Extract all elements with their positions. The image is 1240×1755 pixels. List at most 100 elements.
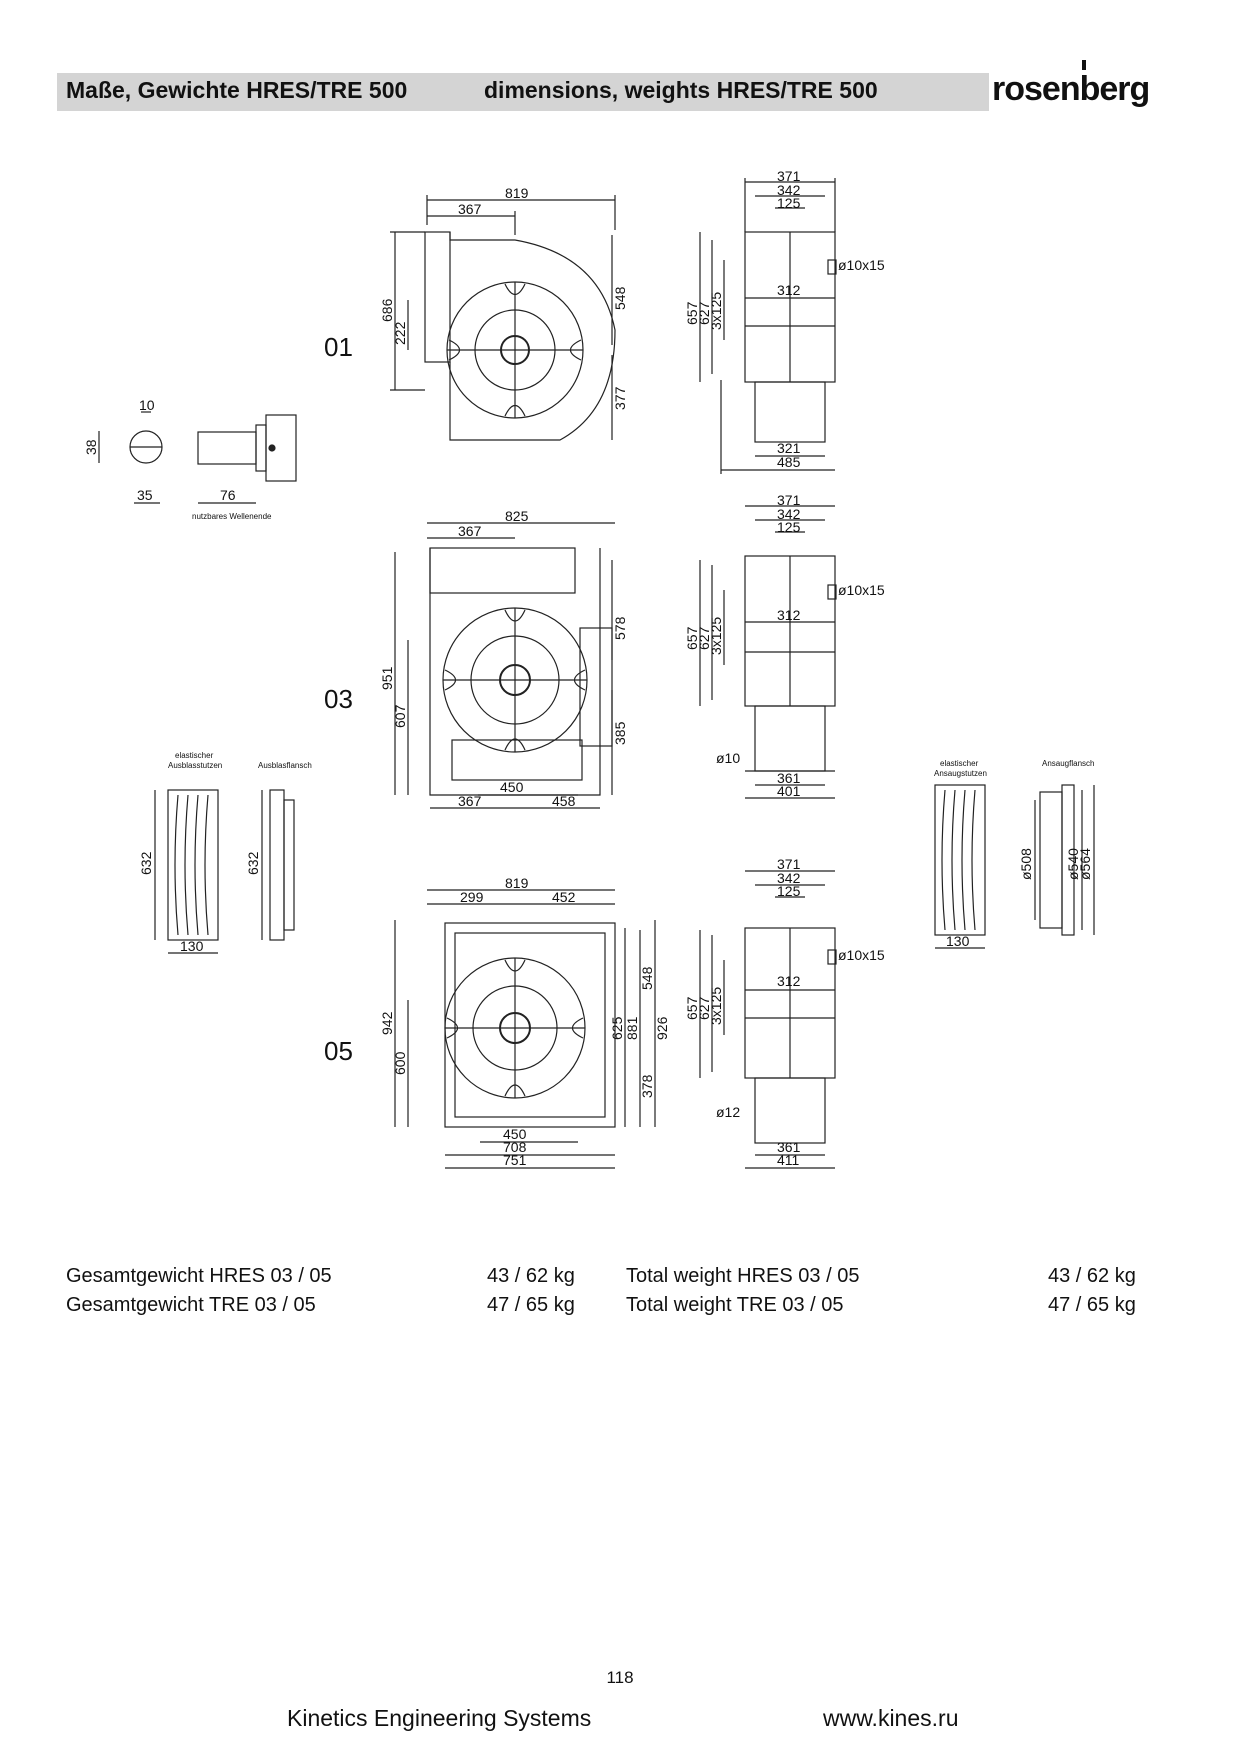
dim-v03-outlet-width: 450 xyxy=(500,779,524,795)
dim-v05-width: 819 xyxy=(505,875,529,891)
dim-v03-side-657: 657 xyxy=(684,626,700,650)
logo-mark-icon xyxy=(1082,60,1086,70)
dim-v03-side-627: 627 xyxy=(696,626,712,650)
dim-v05-side-125: 125 xyxy=(777,883,801,899)
dim-v05-side-hole: ø10x15 xyxy=(838,947,885,963)
v01-side-view xyxy=(699,178,837,474)
dim-v05-side-411: 411 xyxy=(777,1152,800,1168)
outlet-connector-label-1: elastischer xyxy=(175,751,214,760)
dim-v01-lower-height: 377 xyxy=(612,386,628,410)
dim-v05-side-361: 361 xyxy=(777,1139,801,1155)
inlet-flange-drawing xyxy=(1034,784,1095,936)
dim-v01-side-312: 312 xyxy=(777,282,801,298)
dim-v05-side-hole-small: ø12 xyxy=(716,1104,740,1120)
weight-en-tre-value: 47 / 65 kg xyxy=(1048,1294,1136,1316)
dim-v01-half-width: 367 xyxy=(458,201,482,217)
dim-v01-side-321: 321 xyxy=(777,440,801,456)
dim-inlet-flange-d1: ø508 xyxy=(1018,848,1034,880)
v05-front-view xyxy=(394,889,656,1169)
dim-v05-lower: 600 xyxy=(392,1051,408,1075)
inlet-connector-label-2: Ansaugstutzen xyxy=(934,769,987,778)
dim-v03-bottom-left: 367 xyxy=(458,793,482,809)
dim-v03-lower: 607 xyxy=(392,704,408,728)
v05-front-dims: 819 299 452 942 600 548 625 881 926 378 … xyxy=(379,875,670,1168)
dim-inlet-flange-d3: ø564 xyxy=(1077,848,1093,880)
dim-v03-side-361: 361 xyxy=(777,770,801,786)
dim-outlet-connector-width: 130 xyxy=(180,938,204,954)
dim-v01-side-627: 627 xyxy=(696,301,712,325)
dim-v05-378: 378 xyxy=(639,1074,655,1098)
variant-label-05: 05 xyxy=(324,1036,353,1066)
weight-en-hres-value: 43 / 62 kg xyxy=(1048,1265,1136,1287)
dim-v03-side-401: 401 xyxy=(777,783,801,799)
weight-en-tre-label: Total weight TRE 03 / 05 xyxy=(626,1294,844,1316)
dim-outlet-flange-height: 632 xyxy=(245,851,261,875)
dim-v05-548: 548 xyxy=(639,966,655,990)
weight-en-hres-label: Total weight HRES 03 / 05 xyxy=(626,1265,860,1287)
dim-v05-height: 942 xyxy=(379,1011,395,1035)
outlet-connector-label-2: Ausblasstutzen xyxy=(168,761,222,770)
dim-v03-side-312: 312 xyxy=(777,607,801,623)
dim-shaft-38: 38 xyxy=(83,439,99,455)
dim-v01-side-125: 125 xyxy=(777,195,801,211)
dim-v01-height: 686 xyxy=(379,298,395,322)
v03-front-view xyxy=(394,522,615,809)
v05-side-view xyxy=(699,870,837,1169)
shaft-note: nutzbares Wellenende xyxy=(192,512,272,521)
dim-shaft-10: 10 xyxy=(139,397,155,413)
header-bar xyxy=(57,73,989,111)
dim-v05-side-657: 657 xyxy=(684,996,700,1020)
dim-v05-625: 625 xyxy=(609,1016,625,1040)
v01-side-dims: 371 342 125 ø10x15 657 627 3x125 312 321… xyxy=(684,168,885,470)
v01-front-dims: 819 367 686 222 548 377 xyxy=(379,185,628,410)
v01-front-view xyxy=(390,195,616,441)
dim-v01-side-657: 657 xyxy=(684,301,700,325)
dim-v05-side-342: 342 xyxy=(777,870,801,886)
header-title-de: Maße, Gewichte HRES/TRE 500 xyxy=(66,77,408,103)
dim-v01-width: 819 xyxy=(505,185,529,201)
dim-outlet-connector-height: 632 xyxy=(138,851,154,875)
dim-inlet-connector-width: 130 xyxy=(946,933,970,949)
weight-de-hres-value: 43 / 62 kg xyxy=(487,1265,575,1287)
shaft-detail xyxy=(98,411,297,504)
dim-v03-side-3x125: 3x125 xyxy=(708,617,724,655)
dim-v03-width: 825 xyxy=(505,508,529,524)
weight-de-tre-label: Gesamtgewicht TRE 03 / 05 xyxy=(66,1294,316,1316)
weight-de-tre-value: 47 / 65 kg xyxy=(487,1294,575,1316)
dim-shaft-35: 35 xyxy=(137,487,153,503)
dim-v03-side-371: 371 xyxy=(777,492,801,508)
dim-v05-left: 299 xyxy=(460,889,484,905)
footer-company: Kinetics Engineering Systems xyxy=(287,1705,592,1731)
v05-side-dims: 371 342 125 ø10x15 657 627 3x125 312 ø12… xyxy=(684,856,885,1168)
dim-v01-outlet-height: 548 xyxy=(612,286,628,310)
v03-side-view xyxy=(699,505,837,799)
dim-v05-881: 881 xyxy=(624,1016,640,1040)
dim-v05-side-312: 312 xyxy=(777,973,801,989)
dim-v05-side-3x125: 3x125 xyxy=(708,987,724,1025)
variant-label-01: 01 xyxy=(324,332,353,362)
footer-url-link[interactable]: www.kines.ru xyxy=(823,1705,959,1731)
shaft-dims: 10 38 35 76 nutzbares Wellenende xyxy=(83,397,272,521)
dim-inlet-flange-d2: ø540 xyxy=(1065,848,1081,880)
rosenberg-logo: rosenberg xyxy=(992,70,1150,108)
dim-v05-right: 452 xyxy=(552,889,576,905)
outlet-connector-drawing xyxy=(154,789,219,954)
dim-v05-450: 450 xyxy=(503,1126,527,1142)
dim-v05-926: 926 xyxy=(654,1016,670,1040)
dim-v01-inlet-offset: 222 xyxy=(392,321,408,345)
dim-v03-side-hole-small: ø10 xyxy=(716,750,740,766)
v03-front-dims: 825 367 951 607 578 385 450 367 458 xyxy=(379,508,628,809)
dim-v03-side-hole: ø10x15 xyxy=(838,582,885,598)
v03-side-dims: 371 342 125 ø10x15 657 627 3x125 312 ø10… xyxy=(684,492,885,799)
dim-v03-half-width: 367 xyxy=(458,523,482,539)
dim-v05-side-627: 627 xyxy=(696,996,712,1020)
dim-v01-side-371: 371 xyxy=(777,168,801,184)
dim-v03-bottom-right: 458 xyxy=(552,793,576,809)
header-title-en: dimensions, weights HRES/TRE 500 xyxy=(484,77,878,103)
dim-v01-side-hole: ø10x15 xyxy=(838,257,885,273)
dim-v03-height: 951 xyxy=(379,666,395,690)
weight-de-hres-label: Gesamtgewicht HRES 03 / 05 xyxy=(66,1265,332,1287)
dim-v03-lower-right: 385 xyxy=(612,721,628,745)
dim-v01-side-3x125: 3x125 xyxy=(708,292,724,330)
dim-v01-side-485: 485 xyxy=(777,454,801,470)
